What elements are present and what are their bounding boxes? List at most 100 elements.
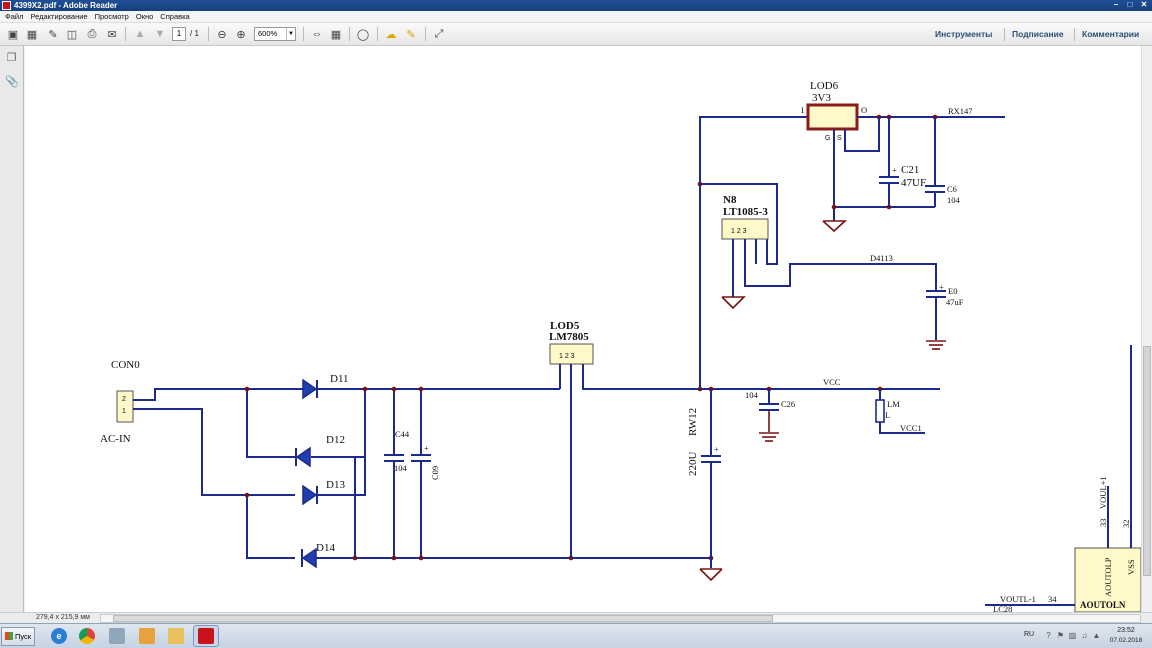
create-pdf-icon[interactable]: ▣ [7, 28, 19, 41]
diode-d12 [295, 446, 311, 468]
diode-d13 [302, 484, 318, 506]
wire [133, 408, 247, 496]
d14-label: D14 [316, 542, 335, 554]
menu-bar: Файл Редактирование Просмотр Окно Справк… [0, 11, 1152, 23]
vertical-scrollbar[interactable] [1141, 46, 1152, 612]
volume-icon[interactable]: ♫ [1081, 631, 1088, 640]
chevron-down-icon[interactable]: ▼ [286, 28, 295, 40]
lt1085-label: LT1085-3 [723, 206, 768, 218]
c6-value: 104 [947, 195, 961, 205]
edit-icon[interactable]: ✎ [48, 28, 58, 41]
wire [844, 117, 880, 152]
menu-window[interactable]: Окно [135, 12, 154, 21]
document-view[interactable]: 2 1 CON0 AC-IN D11 D12 D13 [25, 46, 1141, 612]
menu-edit[interactable]: Редактирование [30, 12, 88, 21]
vcc-label: VCC [823, 377, 841, 387]
rw12-label: RW12 [687, 408, 699, 436]
taskbar-app[interactable] [134, 625, 160, 647]
pages-icon[interactable]: ❐ [6, 52, 17, 64]
combine-icon[interactable]: ▦ [26, 28, 38, 41]
con0-pin2: 2 [122, 396, 126, 403]
n8-label: N8 [723, 194, 737, 206]
minimize-icon[interactable]: – [1113, 0, 1119, 9]
wire [699, 116, 808, 389]
aoutlp-label: AOUTOLP [1103, 557, 1113, 597]
taskbar-explorer[interactable] [163, 625, 189, 647]
windows-logo-icon [5, 632, 13, 640]
zoom-select[interactable]: 600%▼ [254, 27, 296, 41]
c21-label: C21 [901, 164, 919, 176]
fit-page-icon[interactable]: ▦ [330, 28, 342, 41]
expand-icon[interactable]: ⤢ [434, 27, 444, 40]
pin-g-label: G [825, 135, 830, 142]
clock-time[interactable]: 23:52 [1117, 627, 1135, 634]
menu-view[interactable]: Просмотр [94, 12, 129, 21]
rw12-value: 220U [687, 452, 699, 477]
pin34-label: 34 [1048, 594, 1057, 604]
taskbar-calculator[interactable] [104, 625, 130, 647]
junction-dot [244, 386, 250, 392]
l-label: L [885, 410, 890, 420]
maximize-icon[interactable]: □ [1127, 0, 1133, 9]
calculator-icon [109, 628, 125, 644]
window-title: 4399X2.pdf - Adobe Reader [14, 1, 118, 10]
clock-date[interactable]: 07.02.2018 [1109, 637, 1143, 644]
toolbar-separator [377, 27, 378, 41]
attachment-icon[interactable]: 📎 [5, 76, 19, 88]
tools-link[interactable]: Инструменты [935, 29, 993, 39]
lm7805-label: LM7805 [549, 331, 589, 343]
help-icon[interactable]: ? [1046, 631, 1051, 640]
comment-icon[interactable]: ☁ [385, 28, 397, 41]
polarity-plus: + [892, 165, 897, 175]
d11-label: D11 [330, 373, 349, 385]
wire [879, 422, 925, 434]
wire [582, 364, 940, 390]
zoom-out-icon[interactable]: ⊖ [217, 28, 227, 41]
menu-file[interactable]: Файл [5, 12, 24, 21]
lm-label: LM [887, 399, 900, 409]
save-icon[interactable]: ◫ [66, 28, 78, 41]
horizontal-scrollbar[interactable] [100, 614, 1141, 623]
flag-icon[interactable]: ⚑ [1056, 631, 1065, 640]
prev-page-icon[interactable]: ▲ [134, 28, 146, 40]
fit-width-icon[interactable]: ⇔ [311, 28, 323, 40]
read-mode-icon[interactable]: ◯ [356, 28, 370, 41]
network-icon[interactable]: ▧ [1068, 631, 1077, 640]
folder-icon [168, 628, 184, 644]
polarity-plus: + [939, 282, 944, 292]
taskbar-adobe-reader[interactable] [193, 625, 219, 647]
taskbar-ie[interactable]: e [46, 625, 72, 647]
d4113-label: D4113 [870, 253, 893, 263]
navigation-panel: ❐ 📎 [0, 46, 24, 612]
print-icon[interactable]: ⎙ [87, 27, 97, 40]
scroll-thumb[interactable] [113, 615, 773, 622]
page-total: / 1 [190, 29, 199, 38]
comments-link[interactable]: Комментарии [1082, 29, 1140, 39]
zoom-in-icon[interactable]: ⊕ [236, 28, 246, 41]
wire [246, 389, 295, 458]
junction-dot [418, 555, 424, 561]
status-bar: 279,4 x 215,9 мм [0, 612, 1152, 623]
close-icon[interactable]: ✕ [1140, 0, 1148, 9]
language-indicator[interactable]: RU [1024, 631, 1035, 638]
sign-link[interactable]: Подписание [1012, 29, 1064, 39]
next-page-icon[interactable]: ▼ [154, 28, 166, 40]
scroll-thumb[interactable] [1143, 346, 1151, 576]
page-number-input[interactable]: 1 [172, 27, 186, 41]
highlight-icon[interactable]: ✎ [406, 28, 416, 41]
junction-dot [391, 386, 397, 392]
ie-icon: e [51, 628, 67, 644]
taskbar-chrome[interactable] [74, 625, 100, 647]
lod6-label: LOD6 [810, 80, 839, 92]
update-icon[interactable]: ▲ [1092, 631, 1101, 640]
ground-icon [699, 568, 723, 582]
menu-help[interactable]: Справка [160, 12, 190, 21]
ground-icon [721, 296, 746, 310]
start-button[interactable]: Пуск [1, 627, 35, 646]
inductor-lm [875, 399, 885, 423]
connector-con0 [116, 390, 134, 423]
email-icon[interactable]: ✉ [107, 28, 117, 41]
toolbar-separator [208, 27, 209, 41]
polarity-plus: + [714, 444, 719, 454]
toolbar-separator [303, 27, 304, 41]
